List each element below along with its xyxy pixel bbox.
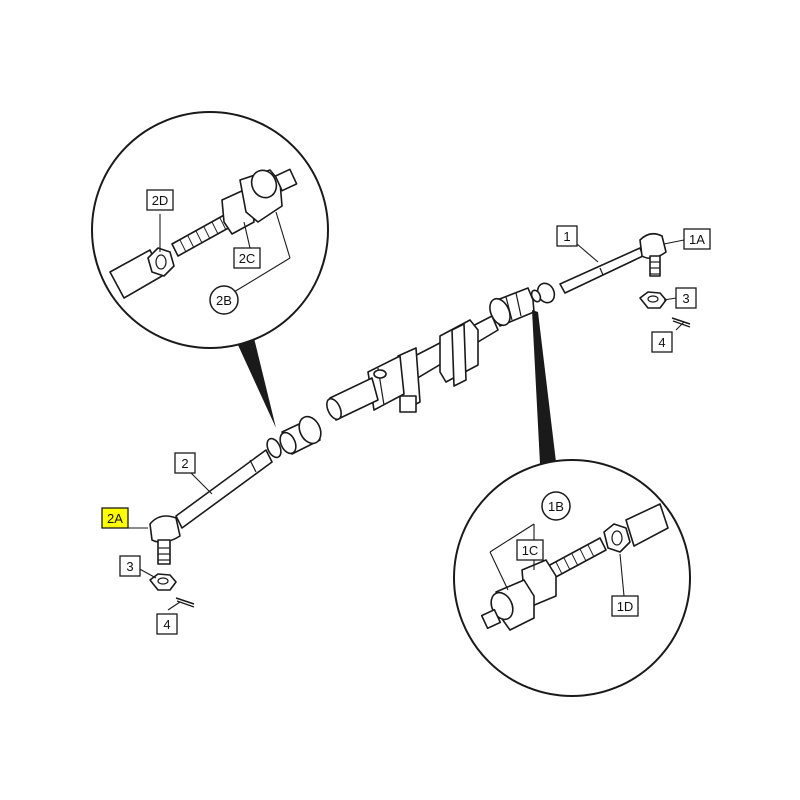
detail-pointer-left xyxy=(238,338,276,428)
svg-text:1A: 1A xyxy=(689,232,705,247)
callout-1d: 1D xyxy=(611,595,639,617)
callout-1: 1 xyxy=(556,225,578,247)
detail-pointer-right xyxy=(532,310,556,464)
thread-lines-right xyxy=(555,544,595,575)
rack-housing xyxy=(326,315,499,421)
callout-1c: 1C xyxy=(516,539,544,561)
tie-rod-left xyxy=(175,449,273,529)
svg-text:4: 4 xyxy=(658,335,665,350)
callout-3-right: 3 xyxy=(675,287,697,309)
inner-joint-right xyxy=(530,282,556,304)
callout-2d: 2D xyxy=(146,189,174,211)
callout-3-left: 3 xyxy=(119,555,141,577)
detail-left-contents xyxy=(109,168,298,299)
callout-4-left: 4 xyxy=(156,613,178,635)
callout-4-right: 4 xyxy=(651,331,673,353)
svg-text:1D: 1D xyxy=(617,599,634,614)
ball-joint-left xyxy=(149,515,181,565)
svg-text:1B: 1B xyxy=(548,499,564,514)
svg-text:3: 3 xyxy=(682,291,689,306)
svg-text:2B: 2B xyxy=(216,293,232,308)
nut-right xyxy=(639,291,667,309)
callout-2b: 2B xyxy=(209,285,239,315)
callout-2: 2 xyxy=(174,452,196,474)
inner-joint-left xyxy=(266,415,322,459)
callout-1b: 1B xyxy=(541,491,571,521)
svg-text:1C: 1C xyxy=(522,543,539,558)
nut-left xyxy=(149,573,177,591)
thread-lines-left xyxy=(179,217,227,253)
detail-view-left-joint xyxy=(91,111,329,428)
detail-right-contents xyxy=(480,503,669,631)
svg-text:2D: 2D xyxy=(152,193,169,208)
callout-1a: 1A xyxy=(683,228,711,250)
rack-boot-right xyxy=(489,287,535,327)
detail-view-right-joint xyxy=(453,310,691,697)
svg-text:2A: 2A xyxy=(107,511,123,526)
tie-rod-right xyxy=(559,247,644,294)
callout-2a: 2A xyxy=(101,507,129,529)
steering-rack-assembly xyxy=(149,232,691,608)
svg-text:3: 3 xyxy=(126,559,133,574)
svg-text:2: 2 xyxy=(181,456,188,471)
svg-text:2C: 2C xyxy=(239,251,256,266)
svg-text:4: 4 xyxy=(163,617,170,632)
callout-2c: 2C xyxy=(233,247,261,269)
ball-joint-right xyxy=(639,232,667,277)
svg-text:1: 1 xyxy=(563,229,570,244)
